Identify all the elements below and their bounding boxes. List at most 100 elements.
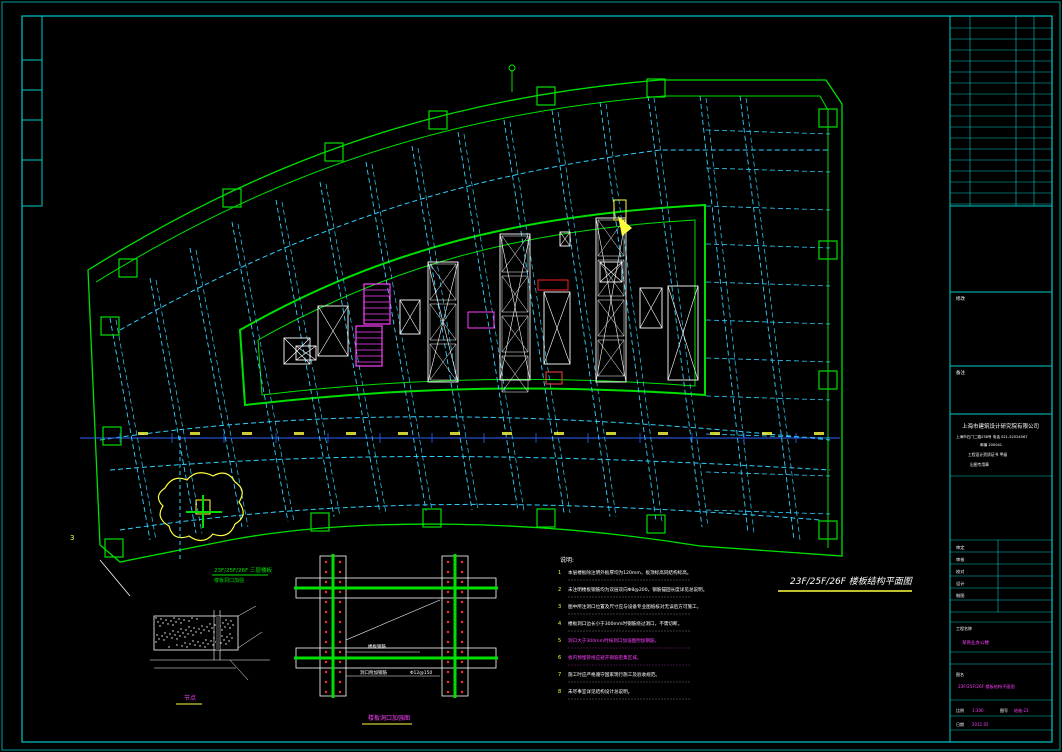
column — [422, 508, 442, 528]
role-label: 设计 — [956, 580, 964, 587]
beam-line — [647, 95, 703, 528]
note-text: 图中所注洞口位置及尺寸应与设备专业图纸核对无误后方可施工。 — [568, 603, 701, 610]
beam-line — [705, 281, 831, 287]
beam-line — [653, 97, 709, 528]
shaft-opening — [639, 287, 663, 329]
sheet-value: 结施-23 — [1014, 707, 1029, 713]
title-block: 修改 备注 上海市建筑设计研究院有限公司 上海市石门二路258号 电话 021-… — [949, 15, 1053, 743]
beam-line — [705, 319, 831, 325]
column — [818, 240, 838, 260]
detail-callout: 23F/25F/26F 三层楼板 — [214, 566, 272, 574]
svg-text:3: 3 — [70, 534, 74, 542]
beam-line — [149, 277, 197, 534]
shaft-opening — [667, 285, 699, 381]
rebar-note-3: Φ12@150 — [410, 670, 432, 676]
role-label: 审定 — [956, 544, 964, 551]
company-name: 上海市建筑设计研究院有限公司 — [962, 422, 1039, 430]
column — [102, 426, 122, 446]
beam-line — [705, 243, 831, 249]
date-value: 2011.05 — [972, 722, 989, 727]
license: 工程设计资质证书 甲级 — [968, 452, 1007, 457]
beam-line — [503, 119, 565, 514]
shaft-opening — [283, 337, 311, 365]
beam-line — [705, 129, 831, 135]
beam-line — [705, 433, 831, 439]
scale-value: 1:100 — [972, 708, 984, 713]
beam-line — [155, 279, 203, 534]
detail-callout-sub: 楼板洞口加强 — [214, 577, 244, 584]
beam-line — [705, 97, 755, 534]
column — [118, 258, 138, 278]
shaft-opening — [599, 261, 623, 283]
role-label: 审核 — [956, 556, 965, 563]
beam-line — [231, 221, 289, 522]
beam-line — [371, 163, 433, 511]
beam-line — [557, 111, 617, 517]
beam-line — [705, 395, 831, 401]
drawing-name-value: 23F/25F/26F 楼板结构平面图 — [958, 683, 1015, 690]
project-value: 某商业办公楼 — [962, 639, 989, 646]
beam-line — [705, 357, 831, 363]
role-label: 校对 — [956, 568, 964, 575]
note-number: 7 — [558, 672, 561, 678]
beam-line — [411, 145, 473, 511]
shaft-opening — [399, 299, 421, 335]
beam-line — [189, 247, 243, 528]
note-number: 2 — [558, 587, 561, 593]
rebar-note-1: 楼板钢筋 — [368, 643, 386, 650]
shaft-opening — [595, 217, 627, 383]
note-text: 施工时应严格遵守国家现行施工及验收规范。 — [568, 671, 660, 678]
revision-cloud — [157, 472, 244, 542]
beam-line — [275, 199, 335, 517]
note-text: 未尽事宜详见结构设计总说明。 — [568, 688, 632, 695]
detail-title-left: 节点 — [184, 694, 196, 702]
plan-title: 23F/25F/26F 楼板结构平面图 — [790, 576, 914, 587]
section-detail: 节点 — [150, 605, 270, 705]
slab-outline — [87, 79, 843, 563]
core-wall — [238, 203, 706, 407]
beam-line — [699, 95, 749, 534]
beam-line — [109, 317, 151, 541]
beam-line — [705, 509, 831, 515]
role-label: 制图 — [956, 592, 964, 599]
beam-line — [705, 471, 831, 477]
company-address-2: 邮编 200041 — [980, 442, 1002, 447]
column — [324, 142, 344, 162]
beam-line — [237, 223, 295, 522]
note-text: 洞口大于300mm时按洞口加强图附加钢筋。 — [568, 637, 659, 644]
column — [222, 188, 242, 208]
note-number: 4 — [558, 621, 561, 627]
sheet-label: 图号 — [1000, 707, 1008, 713]
note-number: 8 — [558, 689, 561, 695]
column — [646, 78, 666, 98]
beam-line — [599, 101, 657, 522]
beam-line — [551, 109, 611, 517]
date-label: 日期 — [956, 721, 964, 727]
note-text: 未注明楼板钢筋均为双层双向Φ8@200，钢筋锚固长度详见总说明。 — [568, 586, 707, 593]
beam-line — [705, 167, 831, 173]
beam-line — [365, 161, 427, 511]
note-number: 3 — [558, 604, 561, 610]
scale-label: 比例 — [956, 707, 964, 713]
drawing-frame — [21, 15, 1053, 743]
column — [818, 108, 838, 128]
note-number: 5 — [558, 638, 561, 644]
column — [104, 538, 124, 558]
column — [100, 316, 120, 336]
beam-line — [417, 147, 479, 511]
beam-line — [319, 181, 381, 514]
floor-plan — [80, 64, 843, 563]
column — [428, 110, 448, 130]
beam-line — [739, 95, 795, 541]
shaft-opening — [317, 305, 349, 357]
notes-title: 说明: — [560, 556, 574, 564]
project-label: 工程名称 — [956, 625, 972, 631]
note-number: 6 — [558, 655, 561, 661]
column — [536, 508, 556, 528]
column — [818, 370, 838, 390]
note-text: 本层楼板除注明外板厚均为120mm，板顶标高同结构标高。 — [568, 569, 691, 576]
shaft-opening — [543, 291, 571, 365]
seal-label: 出图专用章 — [970, 462, 989, 467]
